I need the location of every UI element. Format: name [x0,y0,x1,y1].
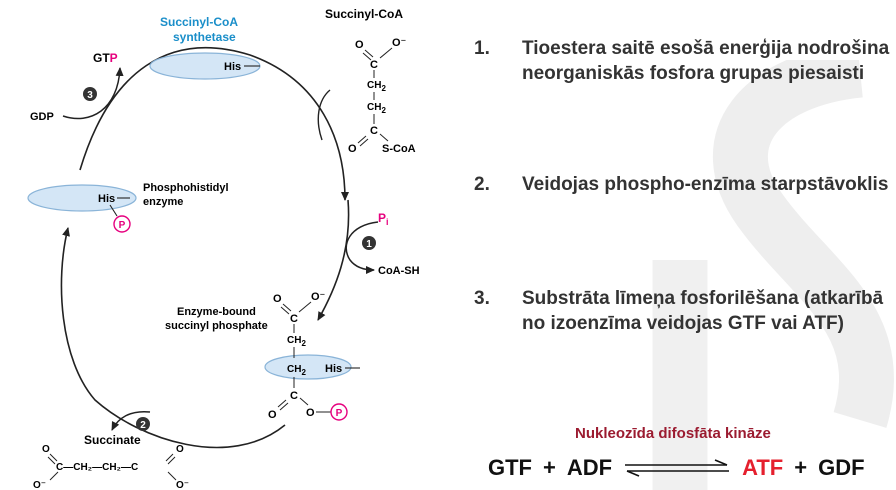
eq-plus-1: + [543,455,556,480]
succinyl-coa-entry-arrow [317,89,331,141]
equation: GTF + ADF ATF + GDF [488,455,865,481]
step-text: Tioestera saitē esošā enerģija nodrošina… [522,38,890,84]
gdp-label: GDP [30,111,54,123]
cycle-arc-bottom [60,227,286,449]
svg-text:3: 3 [87,90,93,101]
svg-text:P: P [119,220,126,231]
eq-plus-2: + [794,455,808,480]
eq-atf: ATF [742,455,784,480]
step-item-2: 2. Veidojas phospho-enzīma starpstāvokli… [474,172,894,197]
svg-text:C: C [290,313,298,325]
svg-text:O: O [355,39,364,51]
enzyme-bound-line2: succinyl phosphate [165,320,268,332]
svg-text:1: 1 [366,239,372,250]
svg-text:C: C [370,59,378,71]
svg-text:2: 2 [140,420,146,431]
svg-text:CH2: CH2 [367,80,386,93]
step-marker-3 [83,87,97,101]
eq-gdf: GDF [818,455,865,480]
svg-text:C: C [290,390,298,402]
enzyme-succinyl-coa-synthetase [149,52,261,80]
svg-text:S-CoA: S-CoA [382,143,416,155]
eq-gtf: GTF [488,455,532,480]
gdp-to-gtp-arrow [62,67,124,120]
succinyl-coa-title: Succinyl-CoA [325,7,403,21]
svg-text:O⁻: O⁻ [33,480,46,490]
phosphate-circle-enzyme [113,215,131,233]
step-marker-1 [362,236,376,250]
step-item-3: 3. Substrāta līmeņa fosforilēšana (atkar… [474,286,894,336]
kinase-label: Nukleozīda difosfāta kināze [575,425,771,442]
phosphate-circle-bound [330,403,348,421]
svg-text:O: O [306,407,315,419]
step-number: 2. [474,174,490,195]
step-marker-2 [136,417,150,431]
svg-text:Pi: Pi [378,211,389,227]
svg-text:O⁻: O⁻ [311,291,326,303]
enzyme-bound-line1: Enzyme-bound [177,306,256,318]
svg-text:His: His [98,193,115,205]
step-item-1: 1. Tioestera saitē esošā enerģija nodroš… [474,36,894,86]
svg-text:O: O [42,444,50,455]
coa-sh-label: CoA-SH [378,265,420,277]
gtp-label: GTP [93,51,118,65]
enzyme-name-line2: synthetase [173,30,236,44]
eq-adf: ADF [566,455,613,480]
step-number: 3. [474,288,490,309]
svg-text:O: O [348,143,357,155]
svg-text:O⁻: O⁻ [176,480,189,490]
svg-text:CH2: CH2 [287,335,306,348]
svg-text:O⁻: O⁻ [392,37,407,49]
phosphohistidyl-enzyme-ellipse [27,184,137,212]
enzyme-bound-ellipse [264,354,352,380]
cycle-arc-right [317,199,350,321]
enzyme-name-line1: Succinyl-CoA [160,15,238,29]
pi-to-coash-arrow [345,221,379,274]
svg-text:CH2: CH2 [287,364,306,377]
svg-text:C: C [370,125,378,137]
succinate-release-arrow [111,410,151,431]
equilibrium-arrow-icon [625,459,730,477]
svg-text:O: O [273,293,282,305]
step-text: Veidojas phospho-enzīma starpstāvoklis [522,174,889,195]
svg-text:His: His [325,363,342,375]
cycle-arc-top [79,47,349,201]
phosphohistidyl-line2: enzyme [143,196,183,208]
step-text: Substrāta līmeņa fosforilēšana (atkarībā… [522,288,884,334]
step-number: 1. [474,38,490,59]
his-label-top: His [224,61,241,73]
svg-text:O: O [176,444,184,455]
phosphohistidyl-line1: Phosphohistidyl [143,182,229,194]
svg-text:O: O [268,409,277,421]
svg-text:CH2: CH2 [367,102,386,115]
svg-text:P: P [336,408,343,419]
succinate-label: Succinate [84,433,141,447]
succinate-chain: C—CH₂—CH₂—C [56,462,138,473]
